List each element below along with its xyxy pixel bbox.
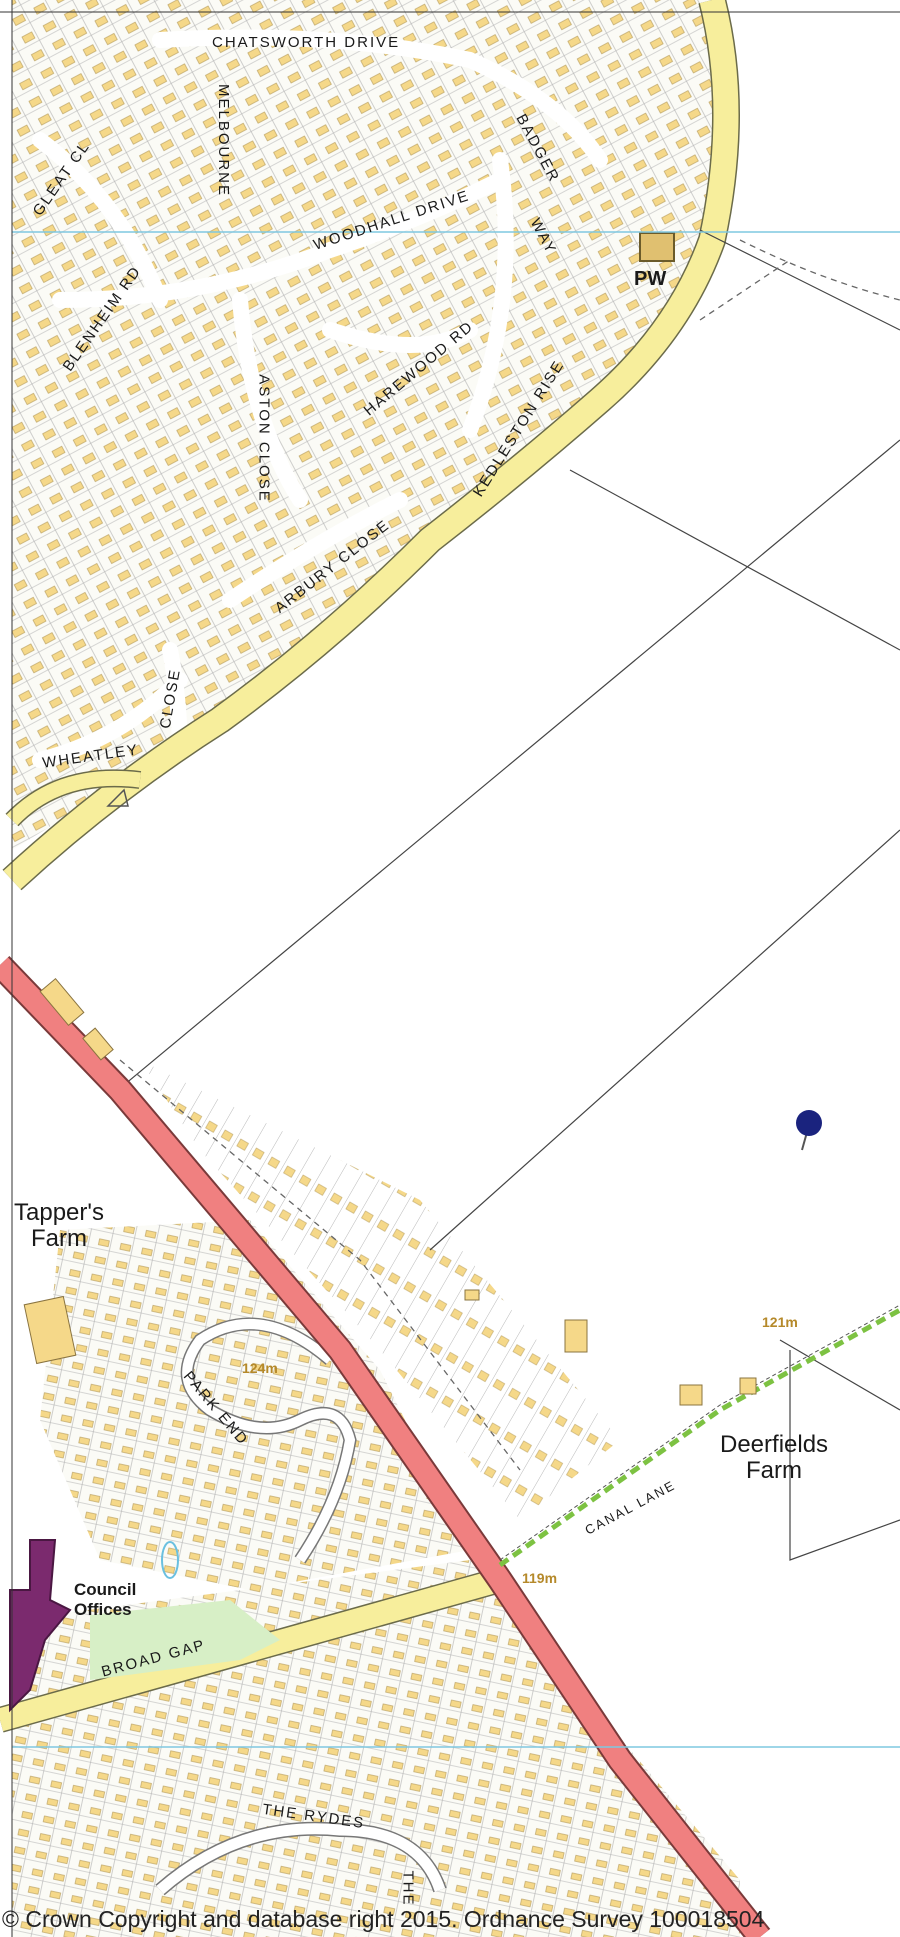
- estate-streets: [32, 29, 608, 768]
- a-road-pink-fill: [0, 957, 769, 1937]
- canal-lane-footpath: [498, 1307, 900, 1568]
- council-building: [9, 1539, 72, 1713]
- slip-road-fill: [6, 770, 141, 826]
- canal-lane-edge: [499, 1304, 900, 1561]
- spot-height-119m: 119m: [522, 1570, 558, 1586]
- dashed-tracks: [119, 239, 900, 1471]
- spot-height-124m: 124m: [242, 1360, 278, 1376]
- road-label-the: THE: [399, 1870, 417, 1907]
- park-end-road-fill: [182, 1319, 356, 1563]
- copyright-notice: © Crown Copyright and database right 201…: [2, 1906, 765, 1932]
- spot-height-121m: 121m: [762, 1314, 798, 1330]
- triangle-marker-icon: [106, 788, 129, 807]
- housing-estate-north: [12, 0, 727, 850]
- road-label-aston: ASTON CLOSE: [255, 374, 273, 503]
- pw-label: PW: [634, 268, 667, 290]
- main-yellow-road-fill: [3, 0, 739, 890]
- road-label-melbourne: MELBOURNE: [215, 84, 232, 198]
- pw-building: [639, 232, 675, 262]
- green-area: [90, 1600, 280, 1680]
- tappers-farm-label: Tapper's Farm: [14, 1199, 104, 1252]
- plots-east: [140, 1060, 620, 1520]
- deerfields-farm-label: Deerfields Farm: [720, 1431, 829, 1484]
- map-pin-icon[interactable]: [796, 1110, 822, 1151]
- the-rydes-road-fill: [156, 1823, 446, 1895]
- pond: [161, 1541, 179, 1579]
- council-offices-label: Council Offices: [74, 1580, 137, 1619]
- housing-park-end: [40, 1220, 470, 1590]
- road-label-chatsworth: CHATSWORTH DRIVE: [212, 34, 401, 51]
